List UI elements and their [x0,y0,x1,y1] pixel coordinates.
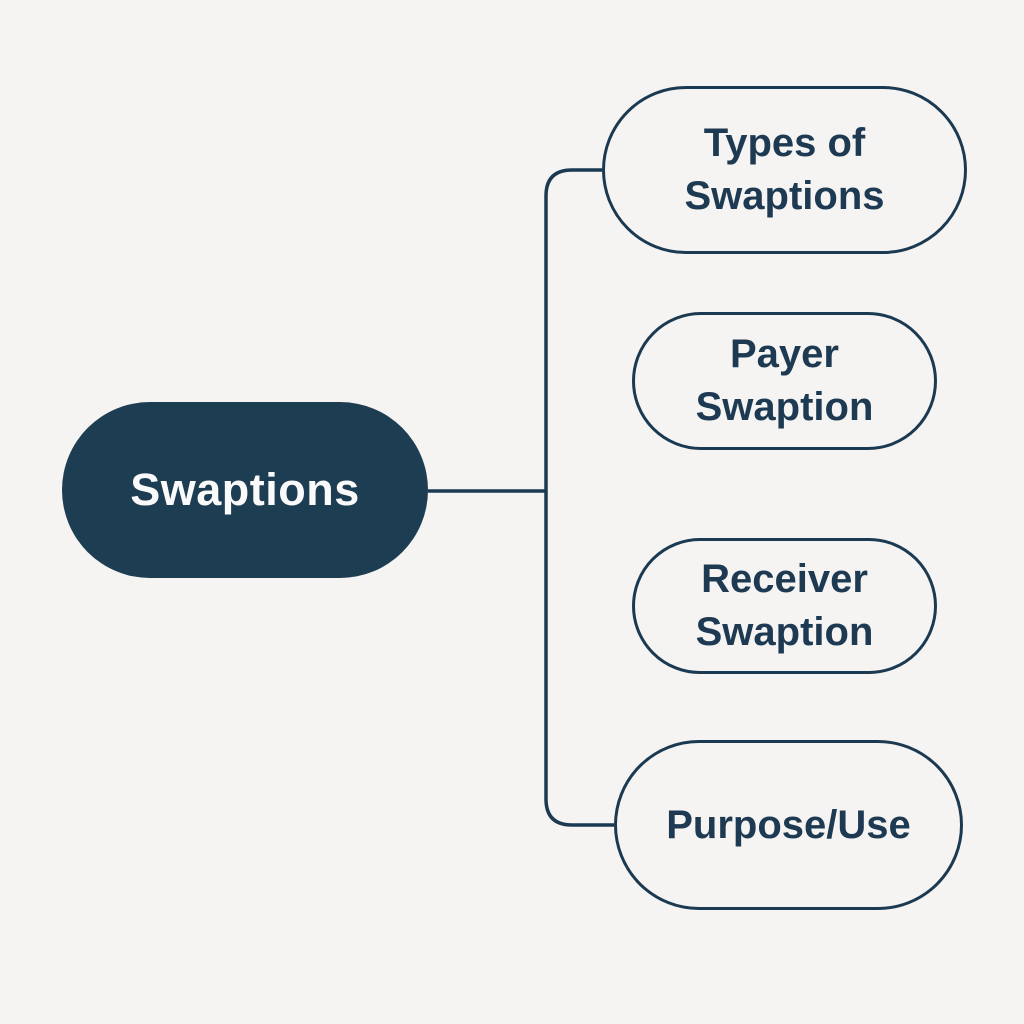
child-node-label: Purpose/Use [666,802,911,847]
child-node-label: Payer Swaption [695,332,874,429]
child-node-receiver-swaption: Receiver Swaption [632,538,937,674]
child-node-label: Receiver Swaption [695,557,874,654]
child-node-types-of-swaptions: Types of Swaptions [602,86,967,254]
child-node-label: Types of Swaptions [684,121,885,218]
connector-trunk-to-purpose [544,491,614,827]
root-node-label: Swaptions [130,464,360,516]
child-node-purpose-use: Purpose/Use [614,740,963,910]
connector-trunk-to-types [544,168,602,491]
child-node-payer-swaption: Payer Swaption [632,312,937,450]
root-node-swaptions: Swaptions [62,402,428,578]
